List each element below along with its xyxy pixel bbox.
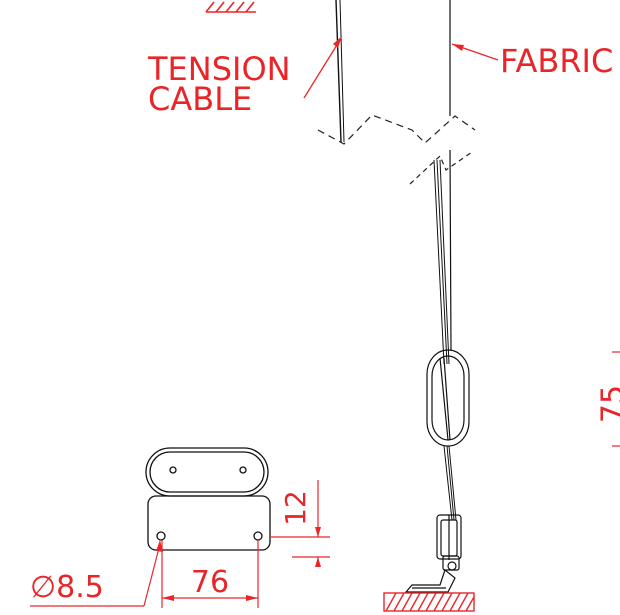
tension-cable-label-line1: TENSION — [147, 50, 291, 88]
fabric-leader — [451, 43, 499, 61]
top-anchor-hatch — [205, 1, 256, 13]
turnbuckle — [404, 514, 462, 593]
tension-cable-upper — [335, 0, 345, 143]
fabric-label: FABRIC — [500, 42, 613, 80]
break-line-bottom — [409, 151, 473, 185]
tension-cable-leader — [303, 36, 342, 99]
fabric-lower — [449, 149, 452, 351]
dimension-12 — [270, 480, 330, 567]
dimension-75-label: 75 — [596, 385, 620, 423]
dimension-12-label: 12 — [279, 490, 312, 526]
bracket-plate — [145, 447, 271, 551]
tension-cable-lower — [433, 159, 457, 521]
dimension-diameter — [30, 540, 163, 607]
ground-hatch — [383, 592, 475, 612]
dimension-diameter-label: ∅8.5 — [30, 570, 104, 605]
dimension-76-label: 76 — [191, 565, 229, 600]
cable-loop — [426, 349, 470, 447]
break-line-top — [317, 114, 476, 145]
dimension-75 — [612, 351, 620, 447]
tension-cable-label-line2: CABLE — [148, 80, 252, 118]
dimension-76 — [161, 540, 259, 608]
